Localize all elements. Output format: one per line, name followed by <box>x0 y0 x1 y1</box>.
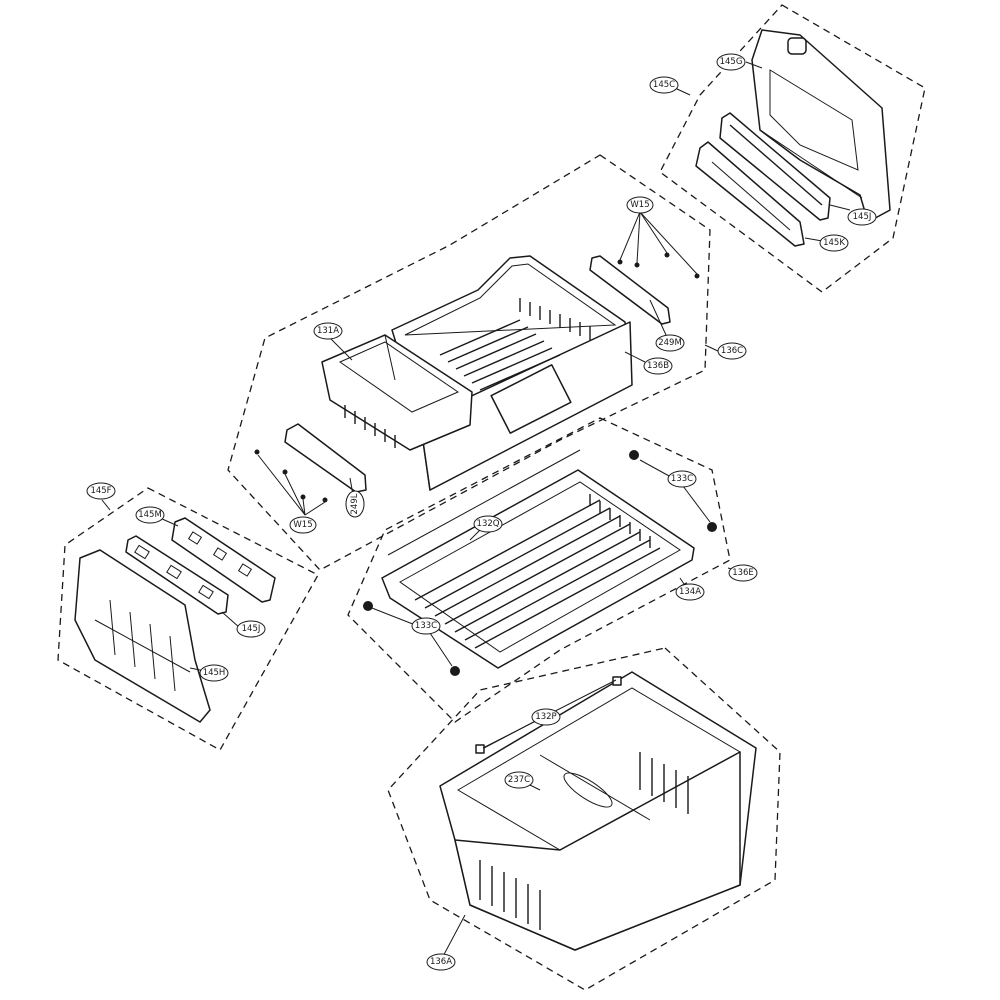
callout-145F-label: 145F <box>90 486 111 496</box>
group-outline-136A <box>387 647 781 991</box>
callout-W15-top-label: W15 <box>630 200 649 210</box>
rod-132Q <box>387 449 581 556</box>
callout-136A: 136A <box>426 953 456 971</box>
callout-249M-label: 249M <box>658 338 682 348</box>
callout-136B-label: 136B <box>647 361 669 371</box>
callout-W15-top: W15 <box>626 196 654 214</box>
callout-145C: 145C <box>649 76 679 94</box>
tray-side-slots <box>589 494 651 548</box>
callout-134A-label: 134A <box>679 587 701 597</box>
callout-133C-top: 133C <box>667 470 697 488</box>
caps-133C <box>363 450 717 676</box>
callout-237C-label: 237C <box>508 775 530 785</box>
callout-132Q: 132Q <box>473 515 503 533</box>
callout-131A: 131A <box>313 322 343 340</box>
upper-drawer-side-slots <box>519 298 591 340</box>
rail-bracket-145H <box>74 549 211 723</box>
callout-145J-top: 145J <box>847 208 877 226</box>
callout-145J-top-label: 145J <box>853 212 872 222</box>
small-bin-slots <box>344 405 396 448</box>
leader-lines <box>101 61 851 963</box>
callout-136A-label: 136A <box>430 957 452 967</box>
callout-133C-bottom: 133C <box>411 617 441 635</box>
callout-145C-label: 145C <box>653 80 675 90</box>
callout-136E-label: 136E <box>732 568 754 578</box>
slide-rail-249L <box>284 423 367 493</box>
callout-136E: 136E <box>728 564 758 582</box>
callout-W15-bottom-label: W15 <box>293 520 312 530</box>
callout-249L: 249L <box>345 490 365 518</box>
callout-249M: 249M <box>655 334 685 352</box>
callout-136B: 136B <box>643 357 673 375</box>
callout-136C-label: 136C <box>721 346 743 356</box>
callout-145M: 145M <box>135 506 165 524</box>
rail-strip-145M <box>171 517 276 603</box>
callout-145M-label: 145M <box>138 510 162 520</box>
callout-145G-label: 145G <box>720 57 743 67</box>
callout-145K: 145K <box>819 234 849 252</box>
bottom-drawer-front-slots <box>479 860 541 930</box>
callout-145K-label: 145K <box>823 238 845 248</box>
bottom-drawer-136A <box>439 671 757 951</box>
group-outline-145F <box>57 487 319 751</box>
rail-strip-145J-left <box>125 535 229 615</box>
callout-145H-label: 145H <box>203 668 226 678</box>
group-outline-136E <box>347 417 731 723</box>
callout-W15-bottom: W15 <box>289 516 317 534</box>
callout-131A-label: 131A <box>317 326 339 336</box>
callout-145G: 145G <box>716 53 746 71</box>
callout-132Q-label: 132Q <box>477 519 500 529</box>
group-outline-145C <box>659 4 926 293</box>
rail-strip-145J-top <box>719 112 831 221</box>
tray-134A <box>381 469 695 669</box>
callout-132P: 132P <box>531 708 561 726</box>
callout-249L-label: 249L <box>350 493 360 514</box>
callout-237C: 237C <box>504 771 534 789</box>
callout-145F: 145F <box>86 482 116 500</box>
callout-133C-top-label: 133C <box>671 474 693 484</box>
rail-bracket-145G <box>751 29 891 223</box>
bottom-drawer-back-slots <box>639 752 689 814</box>
rail-strip-145K <box>695 141 805 247</box>
callout-134A: 134A <box>675 583 705 601</box>
small-bin-131A <box>321 334 473 451</box>
slide-rail-249M <box>589 255 671 325</box>
group-outline-136C <box>227 154 711 571</box>
callout-145J-left: 145J <box>236 620 266 638</box>
rail-bracket-145H-grid <box>94 599 191 692</box>
callout-145H: 145H <box>199 664 229 682</box>
callout-145J-left-label: 145J <box>242 624 261 634</box>
screws-W15-bottom <box>254 449 328 503</box>
screws-W15-top <box>617 252 700 279</box>
upper-drawer-floor-ribs <box>439 319 561 391</box>
callout-136C: 136C <box>717 342 747 360</box>
upper-drawer-136B <box>391 255 633 491</box>
callout-132P-label: 132P <box>535 712 556 722</box>
callout-133C-bottom-label: 133C <box>415 621 437 631</box>
tray-ribs <box>414 499 661 649</box>
